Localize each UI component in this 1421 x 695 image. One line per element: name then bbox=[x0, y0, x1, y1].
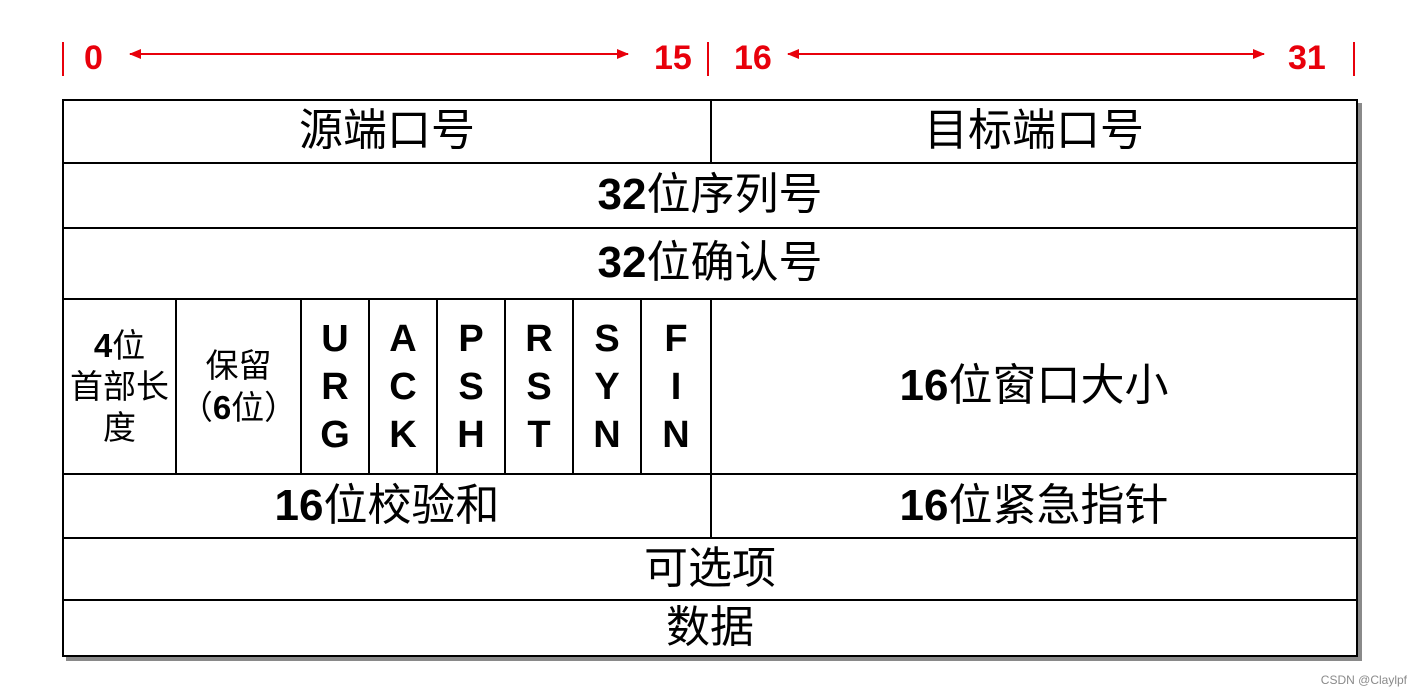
flag-psh-label: P S H bbox=[457, 317, 485, 456]
flag-urg-label: U R G bbox=[320, 317, 350, 456]
flag-syn: S Y N bbox=[574, 300, 640, 473]
watermark: CSDN @Claylpf bbox=[1320, 673, 1407, 687]
reserved-open-paren: （ bbox=[179, 387, 213, 427]
data-label: 数据 bbox=[666, 601, 754, 653]
flag-syn-label: S Y N bbox=[593, 317, 621, 456]
checksum-label: 位校验和 bbox=[323, 479, 500, 531]
header-length-unit: 位 bbox=[112, 325, 146, 365]
urgent-pointer-label: 位紧急指针 bbox=[948, 479, 1169, 531]
header-length-line-2: 首部长 bbox=[70, 366, 169, 406]
bit-label-16: 16 bbox=[734, 39, 772, 77]
bit-label-0: 0 bbox=[84, 39, 103, 77]
header-length-field: 4位 首部长 度 bbox=[64, 300, 175, 473]
dest-port-label: 目标端口号 bbox=[924, 105, 1144, 157]
source-port-field: 源端口号 bbox=[64, 101, 710, 162]
header-length-line-3: 度 bbox=[103, 408, 136, 448]
reserved-unit: 位） bbox=[231, 387, 298, 427]
column-divider bbox=[436, 298, 438, 475]
source-port-label: 源端口号 bbox=[299, 105, 475, 157]
bit-label-15: 15 bbox=[654, 39, 692, 77]
column-divider bbox=[710, 298, 712, 539]
row-divider bbox=[64, 227, 1356, 229]
flag-fin: F I N bbox=[642, 300, 710, 473]
flag-psh: P S H bbox=[438, 300, 504, 473]
flag-ack-label: A C K bbox=[389, 317, 417, 456]
column-divider bbox=[572, 298, 574, 475]
column-divider bbox=[640, 298, 642, 475]
bit-label-31: 31 bbox=[1288, 39, 1326, 77]
bit-ruler: 0 15 16 31 bbox=[0, 30, 1421, 90]
ack-number-label: 位确认号 bbox=[646, 237, 823, 289]
ack-number-bits: 32 bbox=[597, 238, 647, 288]
window-size-label: 位窗口大小 bbox=[948, 360, 1169, 412]
sequence-number-label: 位序列号 bbox=[646, 169, 823, 221]
options-field: 可选项 bbox=[64, 539, 1356, 599]
reserved-line-1: 保留 bbox=[205, 346, 272, 386]
flag-fin-label: F I N bbox=[662, 317, 690, 456]
column-divider bbox=[710, 101, 712, 164]
dest-port-field: 目标端口号 bbox=[712, 101, 1356, 162]
reserved-field: 保留 （6位） bbox=[177, 300, 300, 473]
row-divider bbox=[64, 599, 1356, 601]
reserved-bits: 6 bbox=[212, 388, 232, 426]
column-divider bbox=[175, 298, 177, 475]
reserved-line-2: （6位） bbox=[180, 387, 297, 428]
flag-rst: R S T bbox=[506, 300, 572, 473]
bit-ruler-graphics bbox=[62, 42, 1355, 76]
header-length-bits: 4 bbox=[93, 326, 113, 364]
column-divider bbox=[368, 298, 370, 475]
column-divider bbox=[504, 298, 506, 475]
sequence-number-bits: 32 bbox=[597, 170, 647, 220]
urgent-pointer-bits: 16 bbox=[899, 480, 949, 530]
column-divider bbox=[300, 298, 302, 475]
header-length-line-1: 4位 bbox=[94, 325, 145, 366]
flag-urg: U R G bbox=[302, 300, 368, 473]
flag-ack: A C K bbox=[370, 300, 436, 473]
checksum-bits: 16 bbox=[274, 480, 324, 530]
window-size-bits: 16 bbox=[899, 361, 949, 411]
data-field: 数据 bbox=[64, 601, 1356, 655]
flag-rst-label: R S T bbox=[525, 317, 553, 456]
options-label: 可选项 bbox=[644, 542, 776, 594]
